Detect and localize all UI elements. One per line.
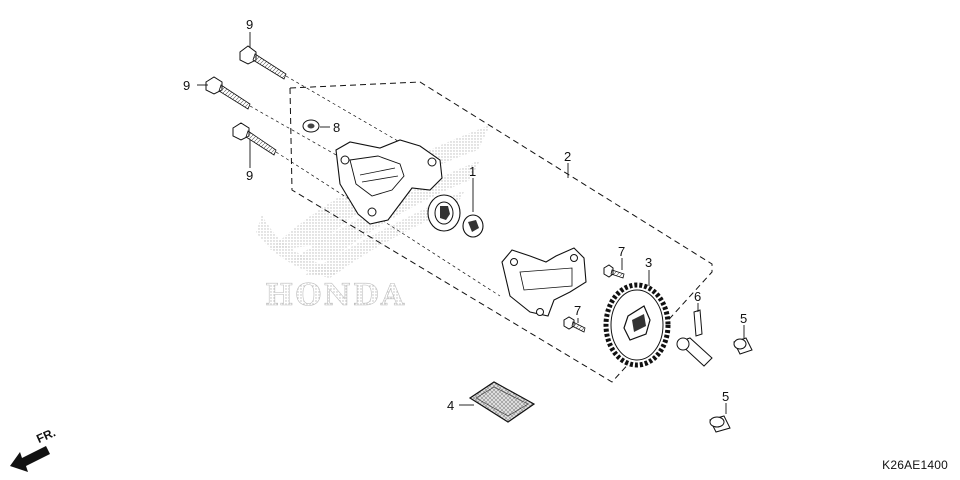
assembly-outline bbox=[289, 81, 713, 383]
oil-strainer-part bbox=[468, 381, 536, 423]
pump-body-part bbox=[335, 139, 443, 225]
callout-9-top: 9 bbox=[246, 17, 253, 32]
callout-labels: 9 9 9 8 1 2 7 7 3 6 5 5 4 bbox=[183, 17, 747, 413]
callout-9-lower: 9 bbox=[246, 168, 253, 183]
callout-9-middle: 9 bbox=[183, 78, 190, 93]
front-direction-arrow-icon bbox=[10, 446, 50, 472]
callout-7-upper: 7 bbox=[618, 244, 625, 259]
small-bolt-upper bbox=[603, 264, 625, 279]
drawing-code: K26AE1400 bbox=[882, 458, 948, 472]
watermark-text: HONDA bbox=[265, 278, 406, 313]
rotor-set-part bbox=[427, 194, 484, 238]
callout-4: 4 bbox=[447, 398, 454, 413]
pump-shaft-pin-part bbox=[676, 309, 713, 367]
small-bolt-lower bbox=[563, 316, 586, 333]
nut-part bbox=[302, 119, 320, 133]
leader-lines bbox=[197, 32, 745, 414]
driven-sprocket-part bbox=[603, 282, 671, 368]
callout-7-lower: 7 bbox=[574, 303, 581, 318]
flange-bolt-middle bbox=[205, 76, 346, 161]
callout-5-upper: 5 bbox=[740, 311, 747, 326]
callout-2: 2 bbox=[564, 149, 571, 164]
callout-3: 3 bbox=[645, 255, 652, 270]
callout-1: 1 bbox=[469, 164, 476, 179]
callout-6: 6 bbox=[694, 289, 701, 304]
flange-bolt-lower bbox=[232, 122, 501, 297]
dowel-pin-upper bbox=[733, 337, 753, 355]
pump-cover-plate-part bbox=[501, 247, 587, 317]
callout-8: 8 bbox=[333, 120, 340, 135]
callout-5-lower: 5 bbox=[722, 389, 729, 404]
dowel-pin-lower bbox=[709, 415, 731, 433]
flange-bolt-top bbox=[239, 45, 411, 149]
